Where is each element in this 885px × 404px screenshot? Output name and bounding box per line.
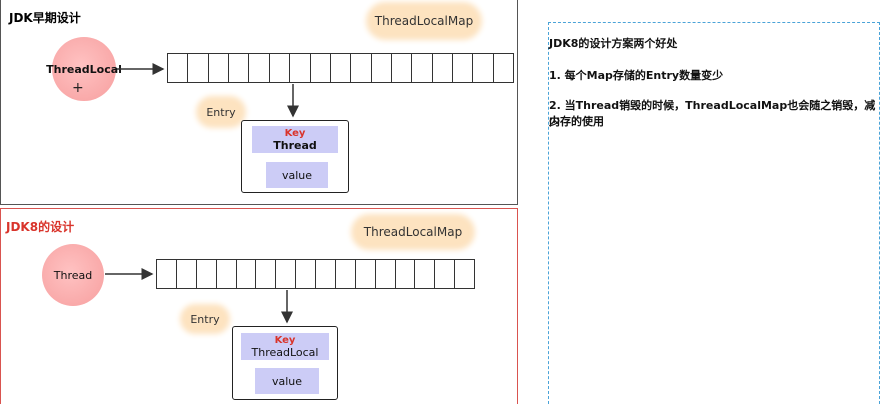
cursor-crosshair-icon: + bbox=[72, 80, 84, 96]
jdk8-entry-box: Key ThreadLocal value bbox=[232, 326, 338, 400]
jdk8-key-label: Key bbox=[274, 334, 296, 346]
early-entry-box: Key Thread value bbox=[241, 120, 349, 193]
jdk8-owner-label: Thread bbox=[53, 268, 93, 282]
early-map-label: ThreadLocalMap bbox=[372, 8, 476, 34]
early-key-box: Key Thread bbox=[252, 126, 338, 153]
jdk8-value-box: value bbox=[255, 368, 319, 394]
note-point-1: 1. 每个Map存储的Entry数量变少 bbox=[549, 69, 724, 82]
early-threadlocal-node: ThreadLocal bbox=[46, 37, 122, 101]
jdk8-map-label: ThreadLocalMap bbox=[357, 220, 469, 244]
early-value-label: value bbox=[281, 168, 313, 182]
jdk8-design-panel: JDK8的设计 bbox=[0, 208, 518, 404]
benefits-note: JDK8的设计方案两个好处 1. 每个Map存储的Entry数量变少 2. 当T… bbox=[548, 22, 880, 404]
jdk8-thread-node: Thread bbox=[42, 244, 104, 306]
early-map-array bbox=[167, 53, 514, 83]
note-point-2-line-1: 2. 当Thread销毁的时候，ThreadLocalMap也会随之销毁，减少 bbox=[549, 99, 876, 128]
early-entry-label: Entry bbox=[202, 102, 240, 122]
note-heading: JDK8的设计方案两个好处 bbox=[549, 37, 678, 50]
note-point-2-line-2: 内存的使用 bbox=[549, 115, 604, 128]
jdk8-value-label: value bbox=[271, 374, 303, 388]
jdk8-entry-label: Entry bbox=[186, 310, 224, 328]
jdk8-key-box: Key ThreadLocal bbox=[241, 333, 329, 360]
early-design-title: JDK早期设计 bbox=[9, 11, 81, 25]
early-owner-label: ThreadLocal bbox=[46, 62, 122, 76]
jdk8-key-value: ThreadLocal bbox=[251, 345, 319, 359]
early-key-value: Thread bbox=[273, 138, 317, 152]
early-key-label: Key bbox=[284, 127, 306, 139]
early-design-panel: JDK早期设计 bbox=[0, 0, 518, 205]
early-value-box: value bbox=[266, 162, 328, 188]
jdk8-design-title: JDK8的设计 bbox=[6, 220, 75, 234]
jdk8-map-array bbox=[156, 259, 475, 289]
